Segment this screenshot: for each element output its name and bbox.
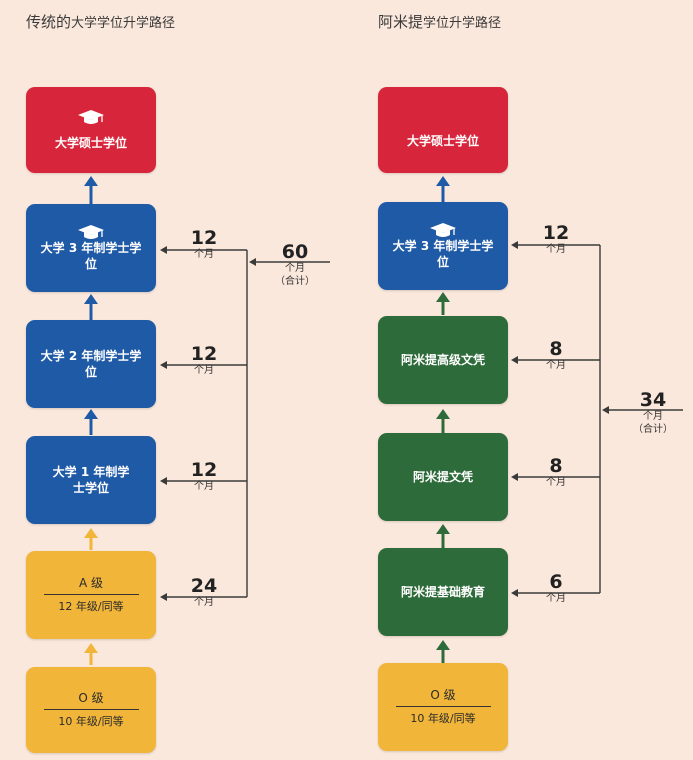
- amity-advanced-diploma-box: 阿米提高级文凭: [378, 316, 508, 404]
- box-label: O 级: [395, 687, 491, 707]
- amity-diploma-box: 阿米提文凭: [378, 433, 508, 521]
- bachelor-year2-box: 大学 2 年制学士学位: [26, 320, 156, 408]
- traditional-title: 传统的大学学位升学路径: [26, 13, 176, 31]
- box-label: O 级: [43, 690, 139, 710]
- amity-title: 阿米提学位升学路径: [378, 13, 502, 31]
- box-sublabel: 10 年级/同等: [58, 715, 124, 728]
- duration-label: 24 个月: [190, 575, 218, 608]
- duration-label: 8 个月: [546, 455, 566, 488]
- bachelor-year3-box: 大学 3 年制学士学位: [26, 204, 156, 292]
- box-label: 大学 3 年制学士学位: [40, 241, 142, 271]
- graduation-cap-icon: [429, 222, 457, 244]
- bachelor-year3-box: 大学 3 年制学士学位: [378, 202, 508, 290]
- progression-arrows: [84, 176, 98, 665]
- box-label: A 级: [43, 575, 139, 595]
- traditional-connectors: [84, 176, 330, 665]
- box-label: 大学硕士学位: [406, 134, 479, 148]
- duration-label: 12 个月: [190, 227, 218, 260]
- box-sublabel: 12 年级/同等: [58, 600, 124, 613]
- o-level-box: O 级 10 年级/同等: [26, 667, 156, 753]
- duration-label: 12 个月: [190, 459, 218, 492]
- amity-foundation-box: 阿米提基础教育: [378, 548, 508, 636]
- box-label: 阿米提高级文凭: [400, 353, 485, 367]
- bachelor-year1-box: 大学 1 年制学士学位: [26, 436, 156, 524]
- masters-degree-box: 大学硕士学位: [26, 87, 156, 173]
- graduation-cap-icon: [77, 109, 105, 131]
- masters-degree-box: 大学硕士学位: [378, 87, 508, 173]
- duration-label: 8 个月: [546, 338, 566, 371]
- amity-connectors: [436, 176, 683, 663]
- box-sublabel: 10 年级/同等: [410, 712, 476, 725]
- box-label: 阿米提文凭: [412, 470, 473, 484]
- box-label: 大学 3 年制学士学位: [392, 239, 494, 269]
- box-label: 大学 1 年制学士学位: [52, 465, 130, 495]
- a-level-box: A 级 12 年级/同等: [26, 551, 156, 639]
- total-duration-label: 34 个月 （合计）: [633, 389, 673, 435]
- duration-label: 12 个月: [190, 343, 218, 376]
- duration-lines: [511, 241, 683, 597]
- o-level-box: O 级 10 年级/同等: [378, 663, 508, 751]
- traditional-pathway: 传统的大学学位升学路径: [0, 0, 346, 760]
- box-label: 大学硕士学位: [54, 136, 127, 150]
- box-label: 大学 2 年制学士学位: [40, 349, 142, 379]
- graduation-cap-icon: [77, 224, 105, 246]
- duration-lines: [160, 246, 330, 601]
- duration-label: 12 个月: [542, 222, 570, 255]
- amity-pathway: 阿米提学位升学路径: [346, 0, 692, 760]
- progression-arrows: [436, 176, 450, 663]
- duration-label: 6 个月: [546, 571, 566, 604]
- box-label: 阿米提基础教育: [400, 585, 485, 599]
- total-duration-label: 60 个月 （合计）: [275, 241, 315, 287]
